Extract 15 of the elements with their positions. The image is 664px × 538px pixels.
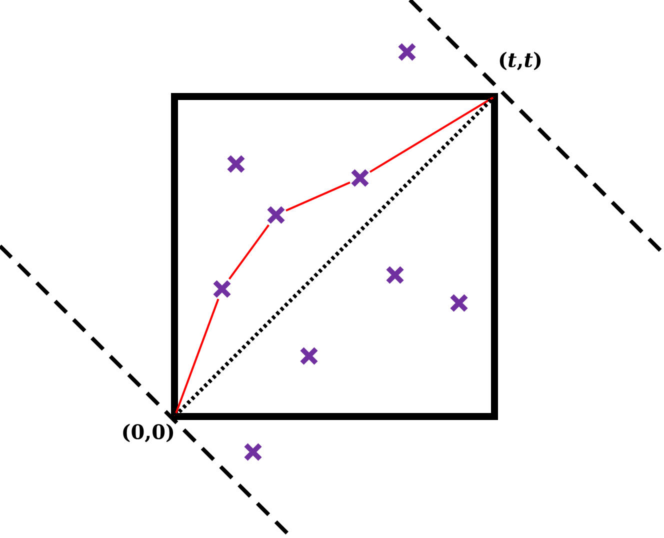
path-line [286, 182, 350, 212]
cross-marker [449, 293, 469, 313]
path-line [369, 96, 495, 173]
coordinate-label: (0,0) [118, 416, 175, 448]
cross-marker [397, 42, 417, 62]
cross-marker [266, 205, 286, 225]
cross-marker [299, 346, 319, 366]
path-line [228, 224, 270, 280]
cross-marker [385, 265, 405, 285]
coordinate-label: (t,t) [494, 48, 550, 97]
cross-marker [212, 279, 232, 299]
cross-marker [243, 442, 263, 462]
path-line [174, 298, 220, 416]
cross-marker [350, 168, 370, 188]
cross-marker [226, 154, 246, 174]
